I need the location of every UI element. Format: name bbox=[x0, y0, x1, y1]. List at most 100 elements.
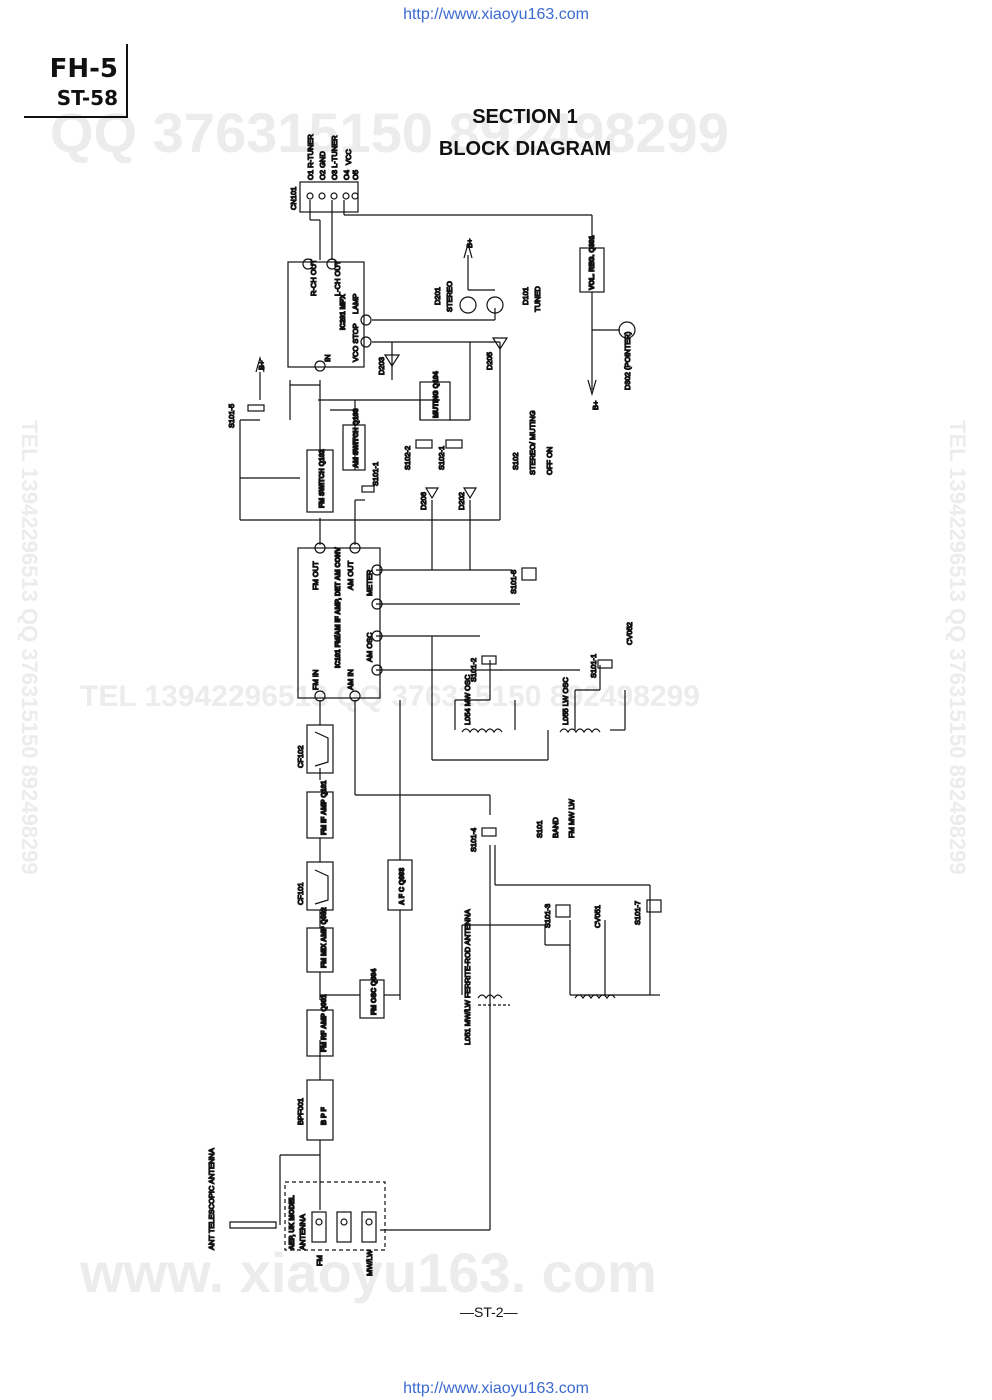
cn101-label: CN101 bbox=[289, 187, 298, 210]
d302-led bbox=[618, 321, 636, 339]
d205-label: D205 bbox=[485, 352, 494, 370]
ic101-pin-am-osc: AM OSC bbox=[365, 632, 374, 662]
ic201-pin-vco-stop: VCO STOP bbox=[351, 323, 360, 362]
afc-label: A F C Q003 bbox=[399, 868, 406, 905]
muting-label: MUTING Q104 bbox=[433, 371, 440, 418]
d201-led bbox=[459, 296, 477, 314]
d201-label: D201 bbox=[433, 287, 442, 305]
fm-osc-label: FM OSC Q004 bbox=[371, 969, 378, 1015]
cv051-label: CV051 bbox=[593, 905, 602, 928]
l055-label: L055 LW OSC bbox=[561, 677, 570, 725]
d202-label: D202 bbox=[457, 492, 466, 510]
aep-uk-label: AEP, UK MODEL bbox=[289, 1195, 296, 1250]
source-url-bottom[interactable]: http://www.xiaoyu163.com bbox=[403, 1380, 589, 1397]
s101-5-label: S101-5 bbox=[227, 404, 236, 428]
cf101-block bbox=[306, 861, 334, 911]
fm-mix-amp-block bbox=[306, 927, 334, 973]
watermark-bottom: www. xiaoyu163. com bbox=[80, 1241, 657, 1304]
s101-3-switch bbox=[555, 904, 571, 918]
l054-label: L054 MW OSC bbox=[463, 674, 472, 725]
rf-amp-label: FM RF AMP Q001 bbox=[321, 994, 328, 1052]
s101-3-label: S101-3 bbox=[543, 904, 552, 928]
d202-diode bbox=[462, 487, 478, 500]
s101-7-switch bbox=[646, 899, 662, 913]
ic201-pin-r-ch-out: R-CH OUT bbox=[309, 259, 318, 296]
s101-2-label: S101-2 bbox=[469, 658, 478, 682]
l051-secondary-coil bbox=[574, 994, 616, 1000]
d201-tag: STEREO bbox=[445, 281, 454, 312]
cf102-block bbox=[306, 724, 334, 774]
d206-label: D206 bbox=[419, 492, 428, 510]
d302-label: D302 (POINTER) bbox=[623, 331, 632, 390]
s102-2-switch bbox=[415, 439, 433, 449]
l054-coil bbox=[461, 728, 503, 734]
ic101-pin-am-in: AM IN bbox=[346, 669, 355, 690]
diagram-title: BLOCK DIAGRAM bbox=[438, 138, 612, 160]
b-plus-left: B+ bbox=[257, 360, 266, 370]
d203-diode bbox=[383, 354, 401, 368]
cn101-pin-3: O3 L-TUNER bbox=[330, 135, 339, 180]
fm-if-amp-block bbox=[306, 791, 334, 839]
cn101-pin-4: O4 bbox=[342, 170, 351, 180]
labels: B P F BPF001 FM RF AMP Q001 FM MIX AMP Q… bbox=[206, 133, 642, 1277]
ic101-label: IC101 FM/AM IF AMP, DET AM CONV bbox=[335, 547, 342, 668]
cn101-pin-1: O1 R-TUNER bbox=[306, 134, 315, 180]
ic101-block bbox=[297, 547, 381, 699]
s102-1-switch bbox=[445, 439, 463, 449]
afc-block bbox=[387, 859, 413, 911]
ic201-pin-lamp: LAMP bbox=[351, 294, 360, 314]
d205-diode bbox=[491, 337, 509, 351]
cv052-label: CV052 bbox=[625, 622, 634, 645]
signal-wires bbox=[239, 200, 660, 1231]
model-box: FH-5 ST-58 bbox=[24, 44, 128, 118]
am-switch-block bbox=[342, 424, 366, 471]
d101-tag: TUNED bbox=[533, 286, 542, 312]
fm-osc-block bbox=[359, 979, 385, 1019]
s101-1-label: S101-1 bbox=[589, 654, 598, 678]
ant-label: ANT TELESCOPIC ANTENNA bbox=[207, 1148, 216, 1250]
source-url-top[interactable]: http://www.xiaoyu163.com bbox=[403, 6, 589, 23]
b-plus-top: B+ bbox=[465, 238, 474, 248]
s101-tag: BAND bbox=[551, 817, 560, 838]
mwlw-terminal-label: MW/LW bbox=[365, 1249, 374, 1276]
s102-label: S102 bbox=[511, 452, 520, 470]
gnd-antenna-terminal bbox=[336, 1211, 352, 1243]
l051-coil bbox=[477, 994, 503, 1000]
ic201-block bbox=[287, 261, 365, 368]
fm-antenna-terminal bbox=[311, 1211, 327, 1243]
vol-reg-block bbox=[579, 247, 605, 293]
s101-1-switch bbox=[597, 659, 613, 669]
bpf-label: B P F bbox=[321, 1107, 328, 1125]
s101-4-switch bbox=[481, 827, 497, 837]
s101-4-label: S101-4 bbox=[469, 828, 478, 852]
watermark-top: QQ 376315150 892498299 bbox=[50, 101, 729, 164]
diodes bbox=[255, 241, 636, 500]
mwlw-antenna-terminal bbox=[361, 1211, 377, 1243]
l055-coil bbox=[559, 728, 601, 734]
s102-tag: STEREO/ MUTING bbox=[528, 410, 537, 475]
cn101-pin-5: O5 bbox=[351, 170, 360, 180]
b-plus-right: B+ bbox=[591, 400, 600, 410]
s101-2-switch bbox=[481, 655, 497, 665]
ic201-pin-l-ch-out: L-CH OUT bbox=[333, 260, 342, 296]
ic201-label: IC201 MPX bbox=[340, 294, 347, 330]
ic101-pin-am-out: AM OUT bbox=[346, 560, 355, 590]
s101-8-switch bbox=[521, 567, 537, 581]
s101-1a-switch bbox=[361, 485, 375, 493]
cf101-curve bbox=[314, 869, 329, 905]
d101-led bbox=[486, 296, 504, 314]
telescopic-antenna bbox=[229, 1221, 277, 1229]
cf102-label: CF102 bbox=[296, 745, 305, 768]
vol-reg-label: VOL. REG. Q301 bbox=[589, 235, 596, 290]
blocks bbox=[284, 181, 605, 1251]
cf102-curve bbox=[314, 731, 329, 767]
s102-positions: OFF ON bbox=[545, 447, 554, 475]
section-label: SECTION 1 bbox=[472, 106, 578, 128]
page-number: —ST-2— bbox=[460, 1304, 518, 1320]
fm-switch-label: FM SWITCH Q102 bbox=[319, 449, 326, 508]
if-amp-label: FM IF AMP Q101 bbox=[321, 780, 328, 835]
model-secondary: ST-58 bbox=[56, 86, 118, 110]
cn101-pin-2: O2 GND bbox=[318, 151, 327, 180]
pin-circles bbox=[302, 192, 383, 1226]
